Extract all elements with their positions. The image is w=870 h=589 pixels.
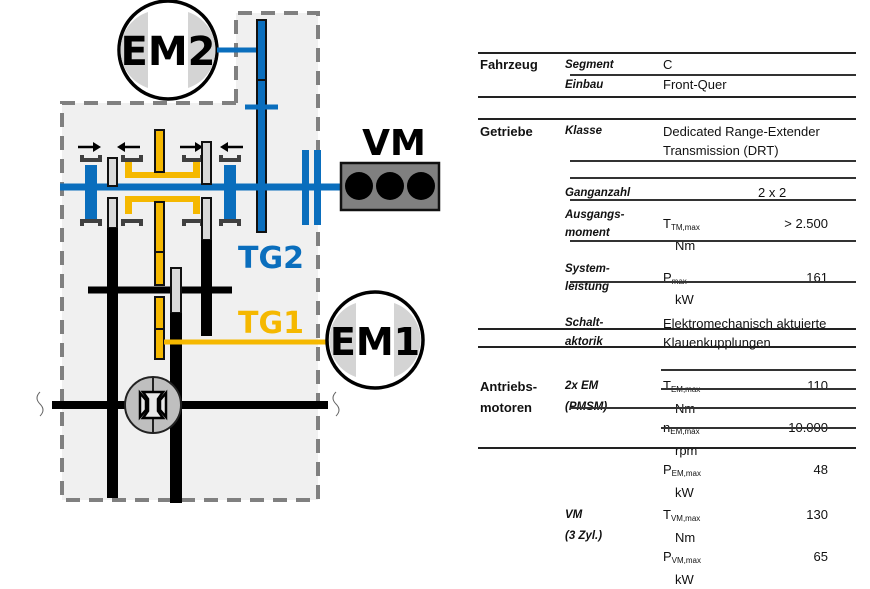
- arrow-right-icon: [78, 142, 101, 152]
- symbol: Pmax: [663, 270, 687, 286]
- param-label: Schalt-: [565, 317, 604, 329]
- arrow-left-icon: [220, 142, 243, 152]
- transmission-housing: [60, 11, 320, 502]
- param-label: System-: [565, 263, 610, 275]
- em2-label: EM2: [121, 29, 216, 75]
- table-row: Ausgangs-moment TTM,max > 2.500Nm: [478, 206, 856, 255]
- right-synchro: [219, 142, 243, 226]
- table-row: Ganganzahl 2 x 2: [478, 184, 856, 202]
- param-label: Einbau: [565, 79, 604, 91]
- tg1-gear: [154, 129, 165, 360]
- param-label: aktorik: [565, 336, 603, 348]
- group-fahrzeug: Fahrzeug: [480, 57, 538, 72]
- unit: kW: [675, 292, 694, 307]
- table-row: Schalt-aktorik Elektromechanisch aktuier…: [478, 314, 856, 352]
- right-gear-pair: [201, 141, 212, 336]
- group-antriebsmotoren: Antriebs-: [480, 379, 538, 394]
- differential: [124, 376, 182, 434]
- param-label: leistung: [565, 281, 610, 293]
- value: 130: [806, 507, 828, 522]
- vm-engine: VM: [339, 123, 441, 212]
- value: > 2.500: [784, 216, 828, 231]
- unit: kW: [675, 485, 694, 500]
- param-value: C: [663, 57, 673, 72]
- param-label: Segment: [565, 59, 614, 71]
- subgroup-vm: VM: [565, 509, 583, 521]
- subgroup-em: 2x EM: [565, 380, 599, 392]
- tg2-gear: [245, 19, 278, 233]
- left-gear-pair: [107, 157, 118, 498]
- value: 48: [813, 462, 828, 477]
- param-value: Front-Quer: [663, 77, 727, 92]
- table-row: Getriebe Klasse Dedicated Range-Extender…: [478, 122, 856, 160]
- vm-label: VM: [362, 123, 426, 164]
- transmission-schematic: EM2 VM: [36, 0, 441, 503]
- param-value: 2 x 2: [758, 185, 787, 200]
- param-label: Ausgangs-: [565, 209, 625, 221]
- param-value: Transmission (DRT): [663, 143, 779, 158]
- symbol: TTM,max: [663, 216, 700, 232]
- em2-motor: EM2: [117, 0, 219, 101]
- table-row: System-leistung Pmax 161 kW: [478, 260, 856, 309]
- unit: Nm: [675, 530, 696, 545]
- tg2-label: TG2: [238, 241, 304, 276]
- tg1-hollow-shaft: [117, 142, 204, 226]
- value: 65: [813, 549, 828, 564]
- param-label: Klasse: [565, 125, 603, 137]
- tg1-label: TG1: [238, 306, 304, 341]
- spec-table: Fahrzeug Segment C Einbau Front-Quer Get…: [478, 52, 856, 589]
- table-row: Fahrzeug Segment C: [478, 56, 856, 74]
- value: 161: [806, 270, 828, 285]
- param-label: Ganganzahl: [565, 187, 631, 199]
- drive-axle: [36, 391, 340, 417]
- arrow-left-icon: [117, 142, 140, 152]
- em1-label: EM1: [330, 320, 420, 364]
- unit: rpm: [675, 443, 698, 458]
- group-getriebe: Getriebe: [480, 124, 533, 139]
- arrow-right-icon: [180, 142, 203, 152]
- unit: Nm: [675, 238, 696, 253]
- param-value: Dedicated Range-Extender: [663, 124, 820, 139]
- table-row: Einbau Front-Quer: [478, 76, 856, 94]
- left-synchro: [78, 142, 102, 226]
- value: 110: [807, 378, 828, 393]
- unit: kW: [675, 572, 694, 587]
- param-value: Klauenkupplungen: [663, 335, 771, 350]
- param-value: Elektromechanisch aktuierte: [663, 316, 827, 331]
- unit: Nm: [675, 401, 696, 416]
- em1-motor: EM1: [325, 290, 425, 390]
- vm-clutch: [302, 150, 321, 225]
- param-label: moment: [565, 227, 610, 239]
